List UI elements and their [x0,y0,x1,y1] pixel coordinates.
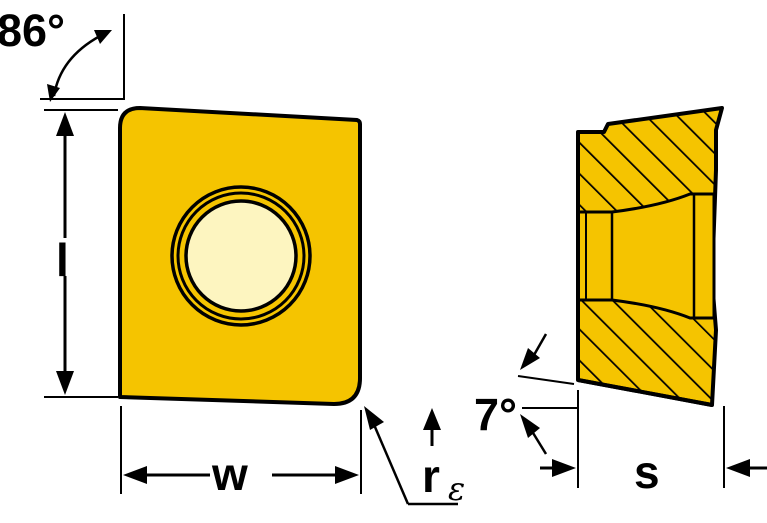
thickness-label: s [634,446,660,498]
angle-86-label: 86° [0,5,65,56]
thickness-dimension [540,390,767,488]
width-dimension [120,406,362,494]
corner-radius-subscript: ε [448,470,465,508]
length-dimension [44,109,118,398]
width-label: w [211,448,248,500]
relief-angle-label: 7° [474,389,517,440]
angle-86-dimension [40,14,125,102]
insert-section-view [576,106,724,407]
mounting-hole [184,199,298,313]
relief-angle-dimension [517,333,578,455]
corner-radius-leader [364,406,458,506]
corner-radius-label: r [422,450,440,502]
insert-front-view [118,106,362,406]
length-label: l [56,234,69,286]
